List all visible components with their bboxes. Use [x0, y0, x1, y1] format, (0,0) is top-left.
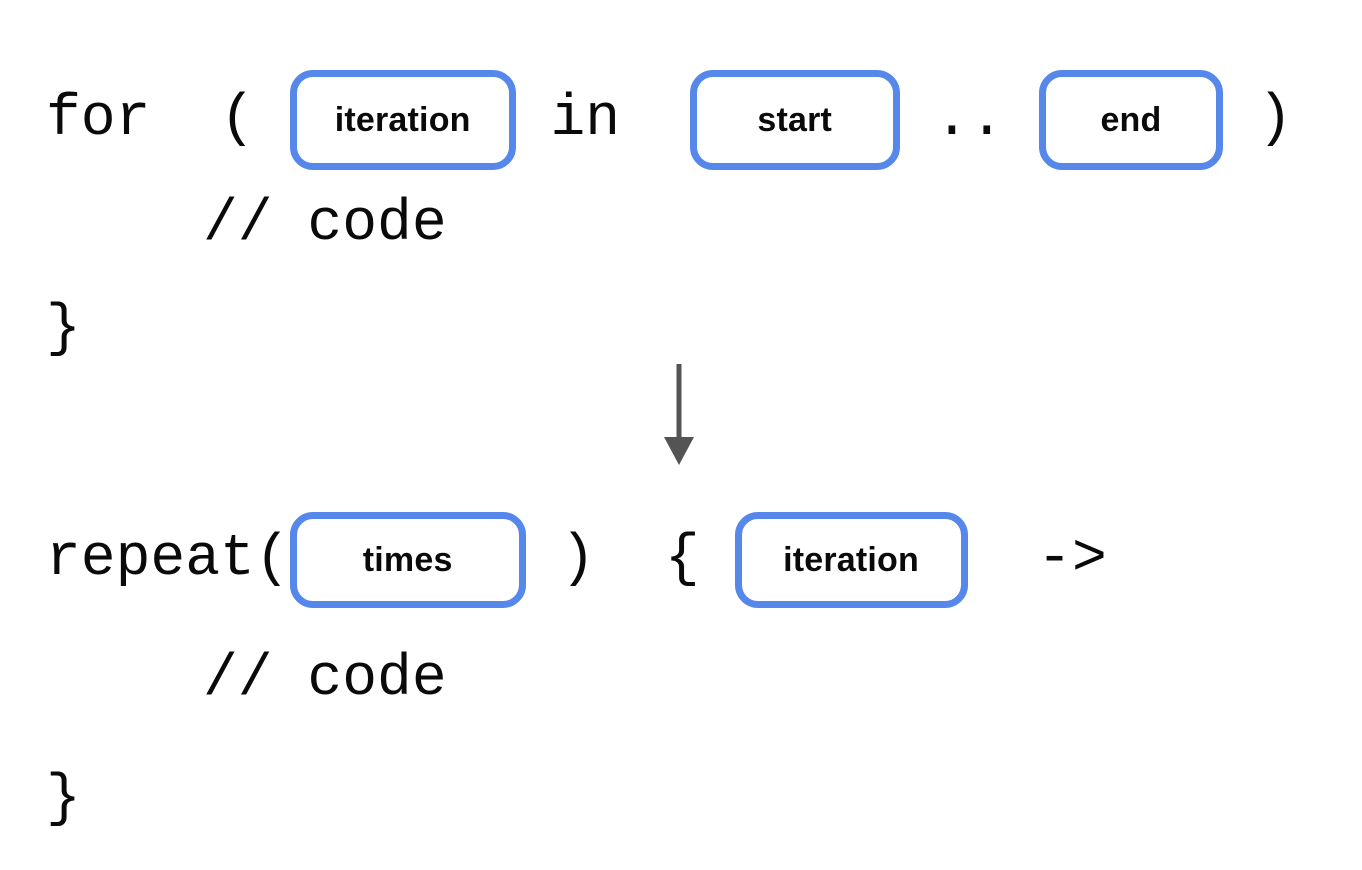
code-line-close-brace-before: }	[46, 301, 81, 359]
open-brace-repeat: {	[664, 527, 700, 592]
code-line-comment-after: // code	[203, 651, 447, 709]
chip-range-start[interactable]: start	[689, 70, 900, 170]
code-line-close-brace-after: }	[46, 771, 81, 829]
transforms-into-arrow-icon	[664, 364, 694, 465]
lambda-arrow: ->	[1037, 527, 1107, 592]
code-line-repeat-header: repeat ( times ) { iteration ->	[46, 512, 1107, 608]
space-12	[968, 531, 1038, 589]
comment-code-before: // code	[203, 192, 447, 257]
space-5	[900, 91, 935, 149]
space-3	[516, 91, 551, 149]
space-6	[1004, 91, 1039, 149]
range-operator: ..	[934, 87, 1005, 152]
function-repeat: repeat	[46, 527, 255, 592]
space-9	[526, 531, 561, 589]
close-brace-after: }	[46, 767, 81, 832]
space-8	[1293, 91, 1362, 149]
space-11	[700, 531, 735, 589]
chip-times-count[interactable]: times	[289, 512, 526, 608]
close-paren-repeat: )	[560, 527, 596, 592]
keyword-in: in	[550, 87, 621, 152]
keyword-for: for	[46, 87, 151, 152]
code-line-for-header: for ( iteration in start .. end ) {	[46, 70, 1362, 170]
space-10	[595, 531, 665, 589]
space-4	[620, 91, 690, 149]
close-brace-before: }	[46, 297, 81, 362]
space-2	[255, 91, 290, 149]
space-7	[1223, 91, 1258, 149]
close-paren-for: )	[1257, 87, 1293, 152]
open-paren-for: (	[220, 87, 255, 152]
comment-code-after: // code	[203, 647, 447, 712]
chip-iteration-variable[interactable]: iteration	[289, 70, 516, 170]
space-1	[150, 91, 220, 149]
chip-range-end[interactable]: end	[1038, 70, 1223, 170]
code-line-comment-before: // code	[203, 196, 447, 254]
chip-iteration-lambda-param[interactable]: iteration	[734, 512, 968, 608]
open-paren-repeat: (	[254, 527, 290, 592]
